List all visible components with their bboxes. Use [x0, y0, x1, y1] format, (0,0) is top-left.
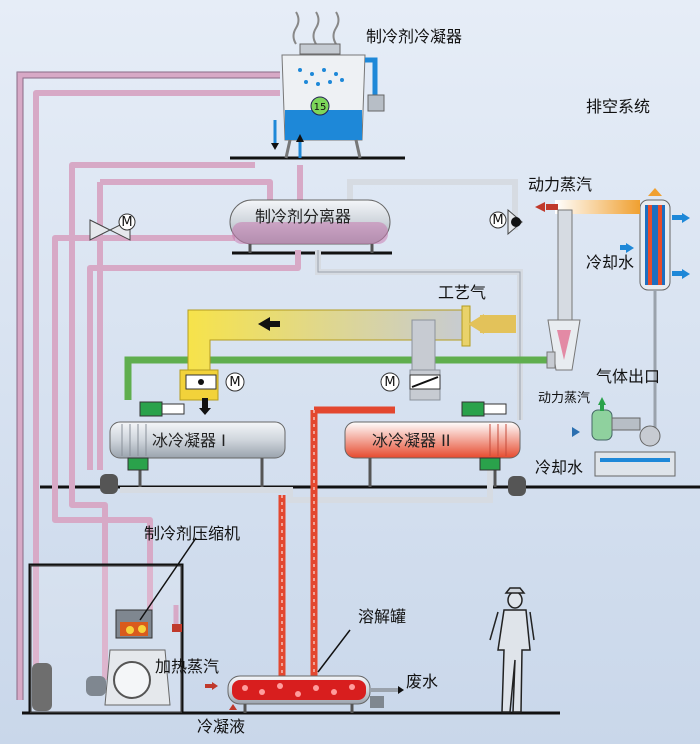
ice-condenser-2	[344, 401, 521, 487]
refrigerant-separator-label: 制冷剂分离器	[255, 207, 351, 226]
motive-steam-small-label: 动力蒸汽	[538, 391, 590, 406]
ice-condenser-1-label: 冰冷凝器 I	[152, 431, 226, 450]
refrigerant-pipes	[17, 72, 303, 700]
motor-symbol: M	[384, 375, 395, 390]
refrigerant-compressor-label: 制冷剂压缩机	[144, 524, 240, 543]
steam-ejector	[546, 209, 581, 371]
motor-valve-left: M	[89, 213, 136, 241]
drain-pots	[32, 474, 526, 711]
compressor-leader	[139, 537, 197, 621]
motive-steam-top-label: 动力蒸汽	[528, 175, 592, 194]
cooling-water-top-label: 冷却水	[586, 253, 634, 272]
motor-symbol: M	[492, 213, 503, 228]
gas-outlet-label: 气体出口	[596, 367, 660, 386]
cooling-water-bottom-label: 冷却水	[535, 458, 583, 477]
condensate-label: 冷凝液	[197, 717, 245, 736]
process-gas-label: 工艺气	[438, 283, 486, 302]
refrigerant-condenser: 15	[271, 11, 385, 159]
dissolving-tank-label: 溶解罐	[358, 607, 406, 626]
motor-symbol: M	[121, 215, 132, 230]
heating-steam-label: 加热蒸汽	[155, 657, 219, 676]
refrigerant-compressor	[86, 605, 182, 706]
tank-leader	[317, 629, 351, 673]
refrigerant-separator	[229, 199, 391, 253]
worker-figure	[489, 587, 535, 713]
dissolving-tank	[205, 675, 404, 713]
waste-water-label: 废水	[406, 672, 438, 691]
vent-system-column	[535, 188, 690, 440]
ice-condenser-1	[109, 401, 286, 487]
vent-system-label: 排空系统	[586, 97, 650, 116]
ice-condenser-2-label: 冰冷凝器 II	[372, 431, 451, 450]
motor-valve-duct-2: M	[380, 372, 441, 392]
green-line	[124, 356, 550, 400]
refrigerant-pipe-outlines	[16, 71, 280, 700]
unit-number: 15	[314, 102, 327, 113]
refrigerant-condenser-label: 制冷剂冷凝器	[366, 27, 462, 46]
vacuum-pump-group	[572, 397, 676, 477]
motor-symbol: M	[229, 375, 240, 390]
motor-valve-duct-1: M	[185, 372, 245, 392]
motor-valve-right: M	[489, 208, 523, 236]
